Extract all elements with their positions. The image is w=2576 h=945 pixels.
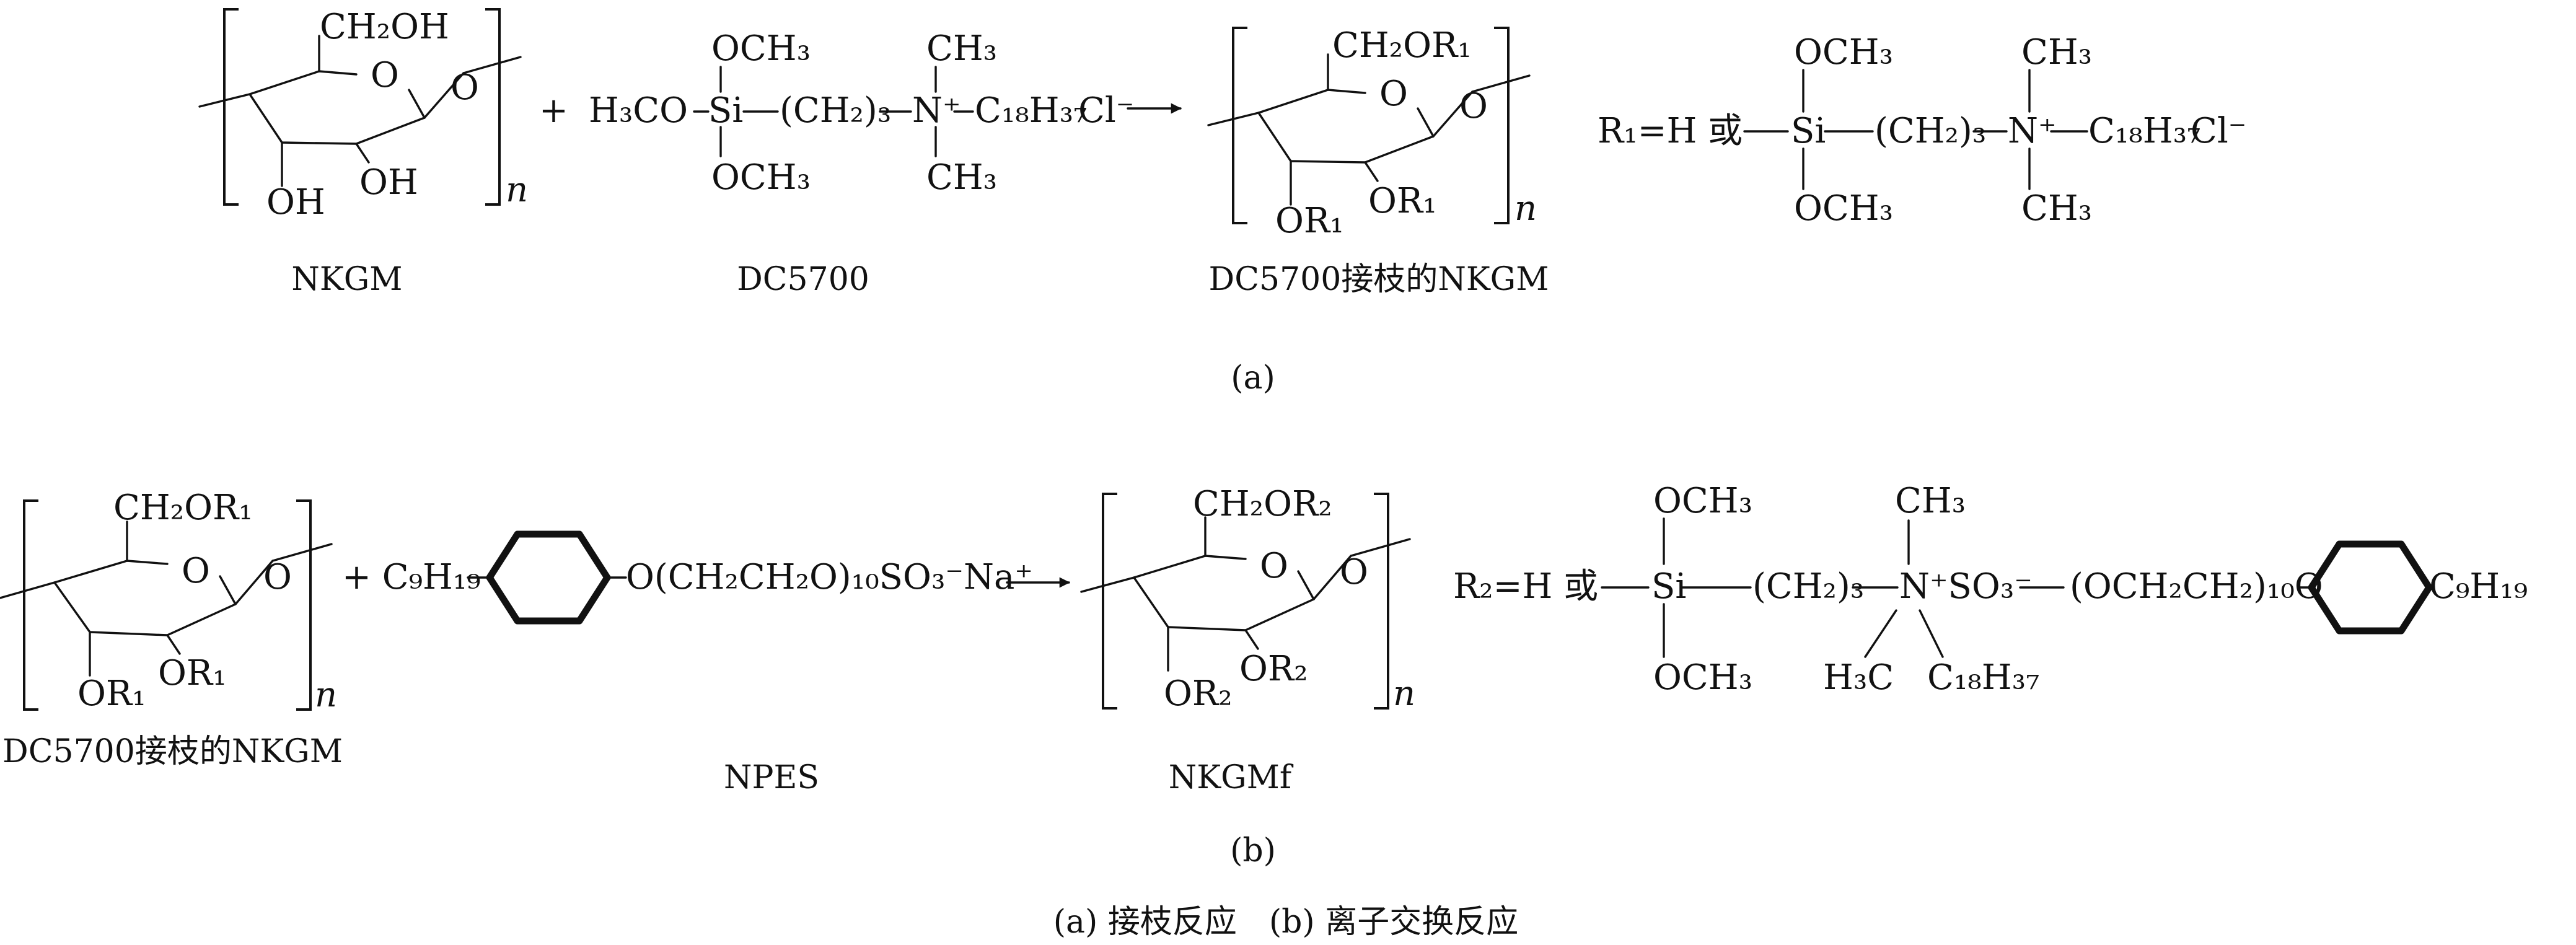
c18h37-label: C₁₈H₃₇ [2088,111,2200,151]
dc5700-label: DC5700 [737,261,869,298]
nkgm-label: NKGM [291,261,402,298]
ch3-label: CH₃ [2021,188,2092,229]
dc5700-structure: H₃CO Si OCH₃ OCH₃ (CH₂)₃ N⁺ CH₃ CH₃ C₁₈H… [589,29,1134,198]
och3-label: OCH₃ [1653,481,1752,521]
ch2oh-label: CH₂OH [320,7,449,47]
or-label: OR₂ [1164,674,1233,714]
och3-label: OCH₃ [1794,188,1893,229]
ammonium-sulfonate: N⁺SO₃⁻ [1899,566,2033,607]
npes-structure: + C₉H₁₉ O(CH₂CH₂O)₁₀SO₃⁻Na⁺ [342,530,1033,625]
r1-definition: R₁=H 或 Si OCH₃ OCH₃ (CH₂)₃ N⁺ CH₃ CH₃ C₁… [1598,32,2246,229]
si-atom: Si [1651,566,1686,607]
nonyl-label: C₉H₁₉ [2429,566,2528,607]
or-label: OR₁ [158,653,227,693]
ring-oxygen: O [1260,546,1288,586]
or-label: OR₁ [1275,201,1344,241]
linkage-oxygen: O [1459,86,1488,126]
grafted-nkgm-structure: CH₂OR₁ O O OR₁ OR₁ n [1207,25,1537,241]
ammonium-n: N⁺ [2008,111,2057,151]
repeat-n: n [506,170,528,210]
nkgmf-label: NKGMf [1169,759,1294,796]
chloride-label: Cl⁻ [2191,111,2246,151]
ch3-label: CH₃ [2021,32,2092,73]
ch2or-label: CH₂OR₁ [113,488,253,528]
repeat-n: n [1514,188,1537,229]
or-label: OR₁ [1368,181,1437,221]
si-atom: Si [708,90,743,131]
propyl-label: (CH₂)₃ [780,90,891,131]
och3-label: OCH₃ [1794,32,1893,73]
r2-definition: R₂=H 或 Si OCH₃ OCH₃ (CH₂)₃ N⁺SO₃⁻ CH₃ H₃… [1453,481,2528,698]
repeat-n: n [1393,674,1415,714]
npes-label: NPES [724,759,819,796]
propyl-label: (CH₂)₃ [1752,566,1864,607]
ch3-label: CH₃ [1895,481,1966,521]
linkage-oxygen: O [451,68,479,108]
nonyl-label: + C₉H₁₉ [342,557,481,597]
h3c-label: H₃C [1823,657,1894,698]
och3-label: OCH₃ [711,29,811,69]
or-label: OR₂ [1239,649,1308,689]
ring-oxygen: O [371,55,399,95]
ring-oxygen: O [1379,74,1408,114]
r1-prefix: R₁=H 或 [1598,111,1743,151]
c18h37-label: C₁₈H₃₇ [1927,657,2039,698]
ch3-label: CH₃ [926,157,997,198]
ch2or-label: CH₂OR₁ [1332,25,1472,66]
oh-label: OH [359,162,418,203]
c18h37-label: C₁₈H₃₇ [975,90,1087,131]
caption-a: (a) [1231,359,1275,397]
peg-label: (OCH₂CH₂)₁₀O [2070,566,2323,607]
or-label: OR₁ [77,674,146,714]
r2-prefix: R₂=H 或 [1453,566,1598,607]
ch2or-label: CH₂OR₂ [1193,484,1332,524]
benzene-ring [486,530,611,625]
oh-label: OH [266,182,325,222]
plus-sign: + [539,90,568,131]
grafted-nkgm-label: DC5700接枝的NKGM [1209,261,1549,298]
ammonium-n: N⁺ [912,90,961,131]
panel-a: CH₂OH O O OH OH n NKGM + H₃CO Si OCH₃ OC… [198,7,2246,397]
repeat-n: n [315,675,337,715]
figure-caption: (a) 接枝反应 (b) 离子交换反应 [1053,903,1519,941]
grafted-nkgm-structure-b: CH₂OR₁ O O OR₁ OR₁ n [0,488,337,715]
och3-label: OCH₃ [1653,657,1752,698]
si-atom: Si [1791,111,1826,151]
peg-sulfonate-label: O(CH₂CH₂O)₁₀SO₃⁻Na⁺ [626,557,1033,597]
nkgmf-structure: CH₂OR₂ O O OR₂ OR₂ n [1080,484,1415,714]
nkgm-structure: CH₂OH O O OH OH n [198,7,528,222]
linkage-oxygen: O [263,557,292,597]
ch3-label: CH₃ [926,29,997,69]
propyl-label: (CH₂)₃ [1875,111,1986,151]
caption-b: (b) [1230,832,1276,869]
och3-label: OCH₃ [711,157,811,198]
h3co-label: H₃CO [589,90,688,131]
benzene-ring [2308,540,2433,635]
panel-b: CH₂OR₁ O O OR₁ OR₁ n DC5700接枝的NKGM + C₉H… [0,481,2528,869]
linkage-oxygen: O [1340,552,1368,592]
ring-oxygen: O [182,551,210,591]
grafted-nkgm-label: DC5700接枝的NKGM [2,733,343,770]
chloride-label: Cl⁻ [1078,90,1134,131]
